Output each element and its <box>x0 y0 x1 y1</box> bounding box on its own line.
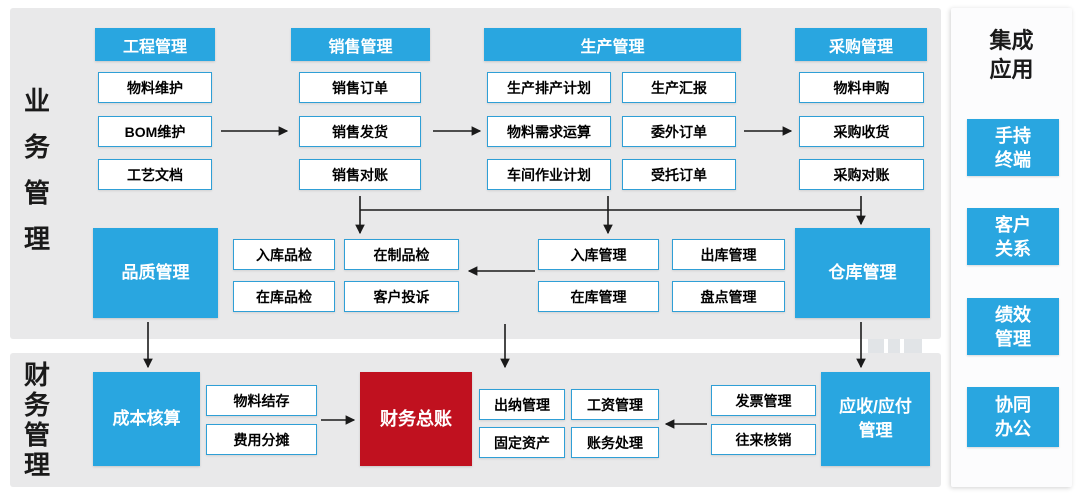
node-inbound-management: 入库管理 <box>538 239 659 270</box>
sidebar-item-performance-management: 绩效 管理 <box>967 298 1059 355</box>
sidebar-item-handheld-terminal: 手持 终端 <box>967 119 1059 176</box>
node-production-report: 生产汇报 <box>622 72 736 103</box>
node-purchase-reconciliation: 采购对账 <box>799 159 924 190</box>
node-accounting-processing: 账务处理 <box>571 427 659 458</box>
node-workshop-plan: 车间作业计划 <box>487 159 611 190</box>
node-general-ledger: 财务总账 <box>360 372 472 466</box>
node-purchase-receipt: 采购收货 <box>799 116 924 147</box>
sidebar-item-collaborative-office: 协同 办公 <box>967 387 1059 447</box>
group-purchasing-header: 采购管理 <box>795 28 927 61</box>
node-transaction-writeoff: 往来核销 <box>711 424 816 455</box>
business-section-label: 业务管理 <box>23 86 50 254</box>
node-warehouse-management: 仓库管理 <box>795 228 930 318</box>
node-incoming-inspection: 入库品检 <box>233 239 335 270</box>
group-engineering-header: 工程管理 <box>95 28 215 61</box>
node-stocktake-management: 盘点管理 <box>672 281 785 312</box>
node-process-document: 工艺文档 <box>98 159 212 190</box>
node-consignment-order: 受托订单 <box>622 159 736 190</box>
node-purchase-request: 物料申购 <box>799 72 924 103</box>
node-expense-allocation: 费用分摊 <box>206 424 317 455</box>
group-production-header: 生产管理 <box>484 28 741 61</box>
node-inprocess-inspection: 在制品检 <box>344 239 459 270</box>
node-material-maintenance: 物料维护 <box>98 72 212 103</box>
node-cost-accounting: 成本核算 <box>93 372 200 466</box>
node-stock-inspection: 在库品检 <box>233 281 335 312</box>
node-instock-management: 在库管理 <box>538 281 659 312</box>
node-sales-delivery: 销售发货 <box>299 116 421 147</box>
node-outbound-management: 出库管理 <box>672 239 785 270</box>
node-sales-reconciliation: 销售对账 <box>299 159 421 190</box>
node-invoice-management: 发票管理 <box>711 385 816 416</box>
group-sales-header: 销售管理 <box>291 28 430 61</box>
node-payroll-management: 工资管理 <box>571 389 659 420</box>
node-ar-ap-management: 应收/应付 管理 <box>821 372 930 466</box>
node-fixed-assets: 固定资产 <box>479 427 565 458</box>
node-customer-complaint: 客户投诉 <box>344 281 459 312</box>
node-production-scheduling: 生产排产计划 <box>487 72 611 103</box>
node-material-balance: 物料结存 <box>206 385 317 416</box>
node-quality-management: 品质管理 <box>93 228 218 318</box>
node-outsourcing-order: 委外订单 <box>622 116 736 147</box>
node-bom-maintenance: BOM维护 <box>98 116 212 147</box>
node-cashier-management: 出纳管理 <box>479 389 565 420</box>
node-sales-order: 销售订单 <box>299 72 421 103</box>
integration-title: 集成 应用 <box>989 28 1034 82</box>
finance-section-label: 财务管理 <box>23 360 50 480</box>
node-mrp-calculation: 物料需求运算 <box>487 116 611 147</box>
sidebar-item-customer-relations: 客户 关系 <box>967 208 1059 265</box>
